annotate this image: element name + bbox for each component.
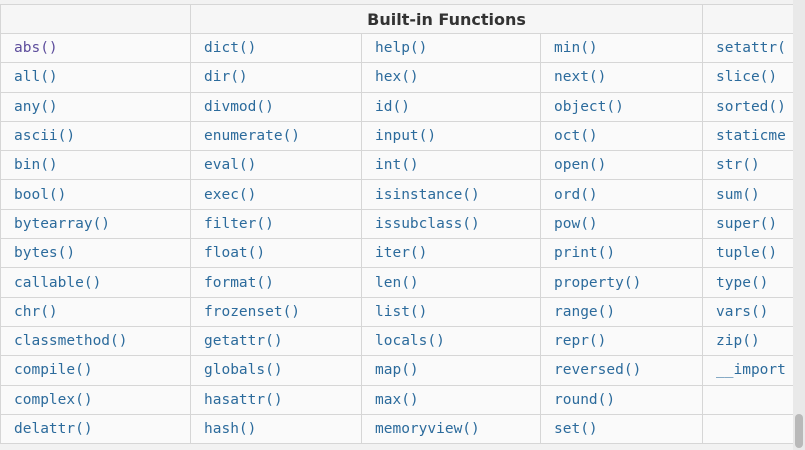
function-link[interactable]: format() bbox=[190, 267, 362, 298]
table-header-row: Built-in Functions bbox=[0, 4, 805, 34]
header-empty-cell bbox=[702, 4, 805, 34]
function-link[interactable]: input() bbox=[361, 120, 541, 152]
function-link[interactable]: tuple() bbox=[702, 238, 805, 269]
table-title: Built-in Functions bbox=[189, 4, 704, 34]
table-row: bin()eval()int()open()str() bbox=[0, 150, 805, 181]
function-link[interactable]: property() bbox=[539, 267, 704, 298]
function-link[interactable]: any() bbox=[0, 91, 191, 122]
function-link[interactable]: compile() bbox=[0, 355, 191, 386]
vertical-scrollbar[interactable] bbox=[793, 0, 805, 450]
function-link[interactable]: super() bbox=[702, 208, 805, 240]
function-link[interactable]: map() bbox=[361, 355, 541, 386]
function-link[interactable]: list() bbox=[361, 296, 541, 327]
function-link[interactable]: repr() bbox=[539, 325, 704, 357]
table-row: bytes()float()iter()print()tuple() bbox=[0, 238, 805, 269]
function-link[interactable]: help() bbox=[361, 32, 541, 64]
function-link[interactable]: __import bbox=[702, 355, 805, 386]
function-link[interactable]: exec() bbox=[190, 179, 362, 210]
empty-cell bbox=[702, 384, 805, 415]
function-link[interactable]: zip() bbox=[702, 325, 805, 357]
function-link[interactable]: dir() bbox=[190, 62, 362, 93]
function-link[interactable]: locals() bbox=[361, 325, 541, 357]
function-link[interactable]: sorted() bbox=[702, 91, 805, 122]
function-link[interactable]: divmod() bbox=[190, 91, 362, 122]
function-link[interactable]: frozenset() bbox=[190, 296, 362, 327]
table-row: chr()frozenset()list()range()vars() bbox=[0, 296, 805, 327]
function-link[interactable]: abs() bbox=[0, 32, 191, 64]
function-link[interactable]: next() bbox=[539, 62, 704, 93]
table-body: abs()dict()help()min()setattr(all()dir()… bbox=[0, 32, 805, 445]
function-link[interactable]: ascii() bbox=[0, 120, 191, 152]
function-link[interactable]: classmethod() bbox=[0, 325, 191, 357]
empty-cell bbox=[702, 413, 805, 445]
table-row: delattr()hash()memoryview()set() bbox=[0, 413, 805, 445]
function-link[interactable]: min() bbox=[539, 32, 704, 64]
scrollbar-thumb[interactable] bbox=[795, 414, 803, 448]
table-row: callable()format()len()property()type() bbox=[0, 267, 805, 298]
function-link[interactable]: float() bbox=[190, 238, 362, 269]
function-link[interactable]: eval() bbox=[190, 150, 362, 181]
function-link[interactable]: staticme bbox=[702, 120, 805, 152]
function-link[interactable]: iter() bbox=[361, 238, 541, 269]
function-link[interactable]: hex() bbox=[361, 62, 541, 93]
table-row: any()divmod()id()object()sorted() bbox=[0, 91, 805, 122]
function-link[interactable]: round() bbox=[539, 384, 704, 415]
function-link[interactable]: int() bbox=[361, 150, 541, 181]
function-link[interactable]: chr() bbox=[0, 296, 191, 327]
function-link[interactable]: print() bbox=[539, 238, 704, 269]
function-link[interactable]: enumerate() bbox=[190, 120, 362, 152]
function-link[interactable]: isinstance() bbox=[361, 179, 541, 210]
header-empty-cell bbox=[0, 4, 191, 34]
function-link[interactable]: memoryview() bbox=[361, 413, 541, 445]
function-link[interactable]: ord() bbox=[539, 179, 704, 210]
function-link[interactable]: issubclass() bbox=[361, 208, 541, 240]
function-link[interactable]: oct() bbox=[539, 120, 704, 152]
table-row: all()dir()hex()next()slice() bbox=[0, 62, 805, 93]
function-link[interactable]: range() bbox=[539, 296, 704, 327]
table-row: bytearray()filter()issubclass()pow()supe… bbox=[0, 208, 805, 240]
function-link[interactable]: pow() bbox=[539, 208, 704, 240]
table-row: compile()globals()map()reversed()__impor… bbox=[0, 355, 805, 386]
function-link[interactable]: set() bbox=[539, 413, 704, 445]
table-row: complex()hasattr()max()round() bbox=[0, 384, 805, 415]
function-link[interactable]: bool() bbox=[0, 179, 191, 210]
function-link[interactable]: open() bbox=[539, 150, 704, 181]
builtin-functions-table: Built-in Functions abs()dict()help()min(… bbox=[0, 4, 805, 445]
function-link[interactable]: slice() bbox=[702, 62, 805, 93]
table-row: classmethod()getattr()locals()repr()zip(… bbox=[0, 325, 805, 357]
function-link[interactable]: bin() bbox=[0, 150, 191, 181]
function-link[interactable]: object() bbox=[539, 91, 704, 122]
function-link[interactable]: vars() bbox=[702, 296, 805, 327]
function-link[interactable]: setattr( bbox=[702, 32, 805, 64]
function-link[interactable]: reversed() bbox=[539, 355, 704, 386]
function-link[interactable]: globals() bbox=[190, 355, 362, 386]
function-link[interactable]: dict() bbox=[190, 32, 362, 64]
function-link[interactable]: bytearray() bbox=[0, 208, 191, 240]
function-link[interactable]: id() bbox=[361, 91, 541, 122]
table-row: bool()exec()isinstance()ord()sum() bbox=[0, 179, 805, 210]
function-link[interactable]: all() bbox=[0, 62, 191, 93]
function-link[interactable]: getattr() bbox=[190, 325, 362, 357]
table-row: abs()dict()help()min()setattr( bbox=[0, 32, 805, 64]
function-link[interactable]: max() bbox=[361, 384, 541, 415]
table-row: ascii()enumerate()input()oct()staticme bbox=[0, 120, 805, 152]
function-link[interactable]: hash() bbox=[190, 413, 362, 445]
function-link[interactable]: type() bbox=[702, 267, 805, 298]
function-link[interactable]: len() bbox=[361, 267, 541, 298]
function-link[interactable]: bytes() bbox=[0, 238, 191, 269]
function-link[interactable]: str() bbox=[702, 150, 805, 181]
function-link[interactable]: complex() bbox=[0, 384, 191, 415]
function-link[interactable]: delattr() bbox=[0, 413, 191, 445]
function-link[interactable]: callable() bbox=[0, 267, 191, 298]
function-link[interactable]: sum() bbox=[702, 179, 805, 210]
function-link[interactable]: hasattr() bbox=[190, 384, 362, 415]
function-link[interactable]: filter() bbox=[190, 208, 362, 240]
